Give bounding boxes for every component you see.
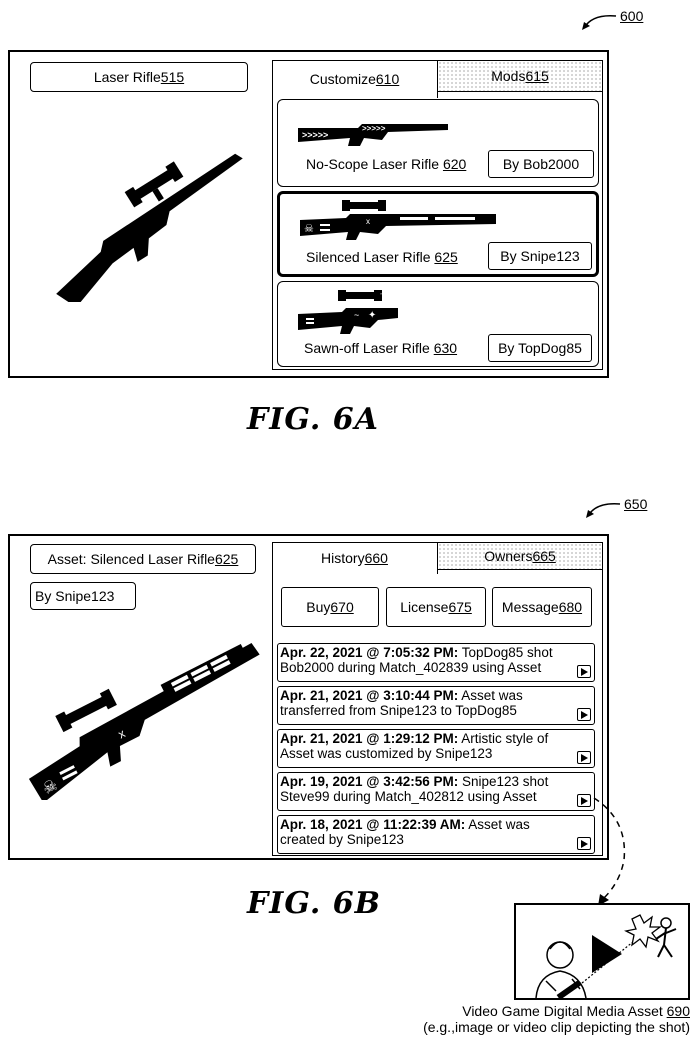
- variant-author: By Bob2000: [488, 150, 594, 178]
- variant-card-no-scope[interactable]: >>>>> >>>>> No-Scope Laser Rifle 620 By …: [277, 99, 599, 187]
- media-asset-caption: Video Game Digital Media Asset 690 (e.g.…: [423, 1003, 690, 1035]
- tab-customize[interactable]: Customize 610: [271, 59, 438, 98]
- tab-history[interactable]: History 660: [271, 541, 438, 574]
- asset-title: Laser Rifle 515: [30, 62, 248, 92]
- history-entry: Apr. 19, 2021 @ 3:42:56 PM: Snipe123 sho…: [277, 772, 595, 811]
- variant-name: Silenced Laser Rifle 625: [306, 249, 458, 265]
- license-button[interactable]: License 675: [386, 587, 486, 627]
- asset-title: Asset: Silenced Laser Rifle 625: [30, 544, 256, 574]
- tab-mods[interactable]: Mods 615: [437, 59, 603, 92]
- svg-text:✦: ✦: [368, 310, 376, 321]
- figure-ref-650: 650: [624, 496, 648, 512]
- variant-author: By Snipe123: [488, 242, 592, 270]
- ref-arrow-600: [582, 15, 617, 30]
- svg-text:x: x: [366, 217, 370, 226]
- figure-caption-6a: FIG. 6A: [247, 402, 379, 437]
- asset-detail-frame: Asset: Silenced Laser Rifle 625 By Snipe…: [8, 534, 609, 860]
- play-icon[interactable]: [577, 708, 591, 721]
- svg-text:x: x: [116, 726, 128, 741]
- svg-text:~: ~: [380, 292, 384, 298]
- history-entry: Apr. 21, 2021 @ 3:10:44 PM: Asset was tr…: [277, 686, 595, 725]
- play-icon[interactable]: [577, 837, 591, 850]
- history-entry: Apr. 21, 2021 @ 1:29:12 PM: Artistic sty…: [277, 729, 595, 768]
- history-entry: Apr. 18, 2021 @ 11:22:39 AM: Asset was c…: [277, 815, 595, 854]
- play-icon[interactable]: [577, 794, 591, 807]
- asset-owner: By Snipe123: [30, 582, 136, 610]
- history-entry: Apr. 22, 2021 @ 7:05:32 PM: TopDog85 sho…: [277, 643, 595, 682]
- tab-owners[interactable]: Owners 665: [437, 541, 603, 570]
- variant-name: No-Scope Laser Rifle 620: [306, 156, 467, 172]
- media-link-arrow: [593, 797, 626, 906]
- asset-viewer-frame: Laser Rifle 515 Customize 610 Mods 615 >…: [8, 50, 609, 378]
- figure-caption-6b: FIG. 6B: [247, 886, 382, 921]
- media-asset-thumbnail[interactable]: [514, 903, 690, 1000]
- history-panel: History 660 Owners 665 Buy 670 License 6…: [271, 541, 603, 856]
- svg-text:~: ~: [354, 310, 359, 320]
- silenced-laser-rifle-icon: ☠ x: [28, 642, 260, 800]
- variant-name: Sawn-off Laser Rifle 630: [304, 340, 458, 356]
- no-scope-rifle-icon: >>>>> >>>>>: [298, 124, 448, 146]
- message-button[interactable]: Message 680: [492, 587, 592, 627]
- svg-text:>>>>>: >>>>>: [362, 124, 386, 133]
- svg-text:>>>>>: >>>>>: [302, 130, 328, 140]
- customize-panel: Customize 610 Mods 615 >>>>> >>>>> No-Sc…: [271, 59, 603, 370]
- variant-author: By TopDog85: [488, 334, 592, 362]
- play-icon[interactable]: [577, 751, 591, 764]
- buy-button[interactable]: Buy 670: [281, 587, 379, 627]
- sawn-off-rifle-icon: ~ ✦ ~: [298, 290, 398, 334]
- svg-text:☠: ☠: [304, 222, 314, 235]
- figure-ref-600: 600: [620, 8, 644, 24]
- variant-card-silenced[interactable]: ☠ x Silenced Laser Rifle 625 By Snipe123: [277, 191, 599, 277]
- shot-scene-image: [535, 914, 677, 998]
- silenced-rifle-icon: ☠ x: [300, 200, 496, 240]
- variant-card-sawn-off[interactable]: ~ ✦ ~ Sawn-off Laser Rifle 630 By TopDog…: [277, 281, 599, 367]
- laser-rifle-icon: [56, 153, 243, 302]
- ref-arrow-650: [586, 503, 621, 518]
- play-icon[interactable]: [577, 665, 591, 678]
